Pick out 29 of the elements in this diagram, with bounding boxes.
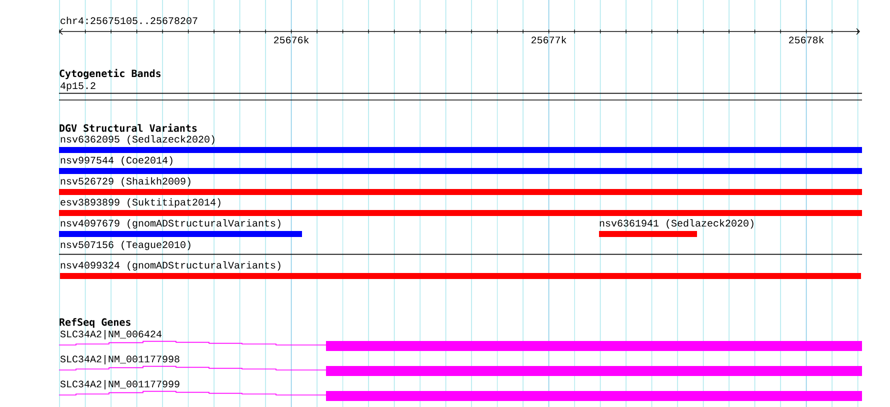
variant-label: nsv507156 (Teague2010) <box>60 240 190 250</box>
gene-model: SLC34A2|NM_006424 <box>58 330 862 351</box>
tick-label: 25677k <box>532 36 566 44</box>
node-label: SLC34A2|NM_001177998 <box>60 355 180 364</box>
band-label: 4p15.2 <box>60 82 96 92</box>
variant-feature: nsv6362095 (Sedlazeck2020) <box>59 135 862 153</box>
variant-feature: esv3893899 (Suktitipat2014) <box>59 198 862 216</box>
variant-feature: nsv997544 (Coe2014) <box>59 156 862 174</box>
node-label: SLC34A2|NM_001177999 <box>60 380 180 390</box>
node-label: nsv6361941 (Sedlazeck2020) <box>600 219 754 229</box>
node-label: nsv526729 (Shaikh2009) <box>60 177 190 187</box>
node-label: nsv997544 (Coe2014) <box>60 156 172 166</box>
node-label: SLC34A2|NM_006424 <box>60 330 162 340</box>
gene-model: SLC34A2|NM_001177998 <box>58 355 862 376</box>
track-heading: DGV Structural Variants <box>60 124 197 132</box>
gene-model: SLC34A2|NM_001177999 <box>58 380 862 401</box>
node-label: nsv4099324 (gnomADStructuralVariants) <box>60 261 280 271</box>
node-label: nsv6362095 (Sedlazeck2020) <box>60 135 214 145</box>
track-heading: RefSeq Genes <box>60 318 130 328</box>
variant-feature: nsv6361941 (Sedlazeck2020) <box>599 219 754 237</box>
tick-label: 25678k <box>789 36 824 44</box>
position-label: chr4:25675105..25678207 <box>60 16 198 24</box>
variant-feature: nsv4099324 (gnomADStructuralVariants) <box>60 261 861 279</box>
tick-label: 25676k <box>274 36 309 44</box>
node-label: esv3893899 (Suktitipat2014) <box>60 198 220 208</box>
node-label: nsv4097679 (gnomADStructuralVariants) <box>60 219 280 229</box>
variant-feature: nsv526729 (Shaikh2009) <box>59 177 862 195</box>
track-heading: Cytogenetic Bands <box>60 68 161 80</box>
variant-feature: nsv4097679 (gnomADStructuralVariants) <box>59 219 302 237</box>
